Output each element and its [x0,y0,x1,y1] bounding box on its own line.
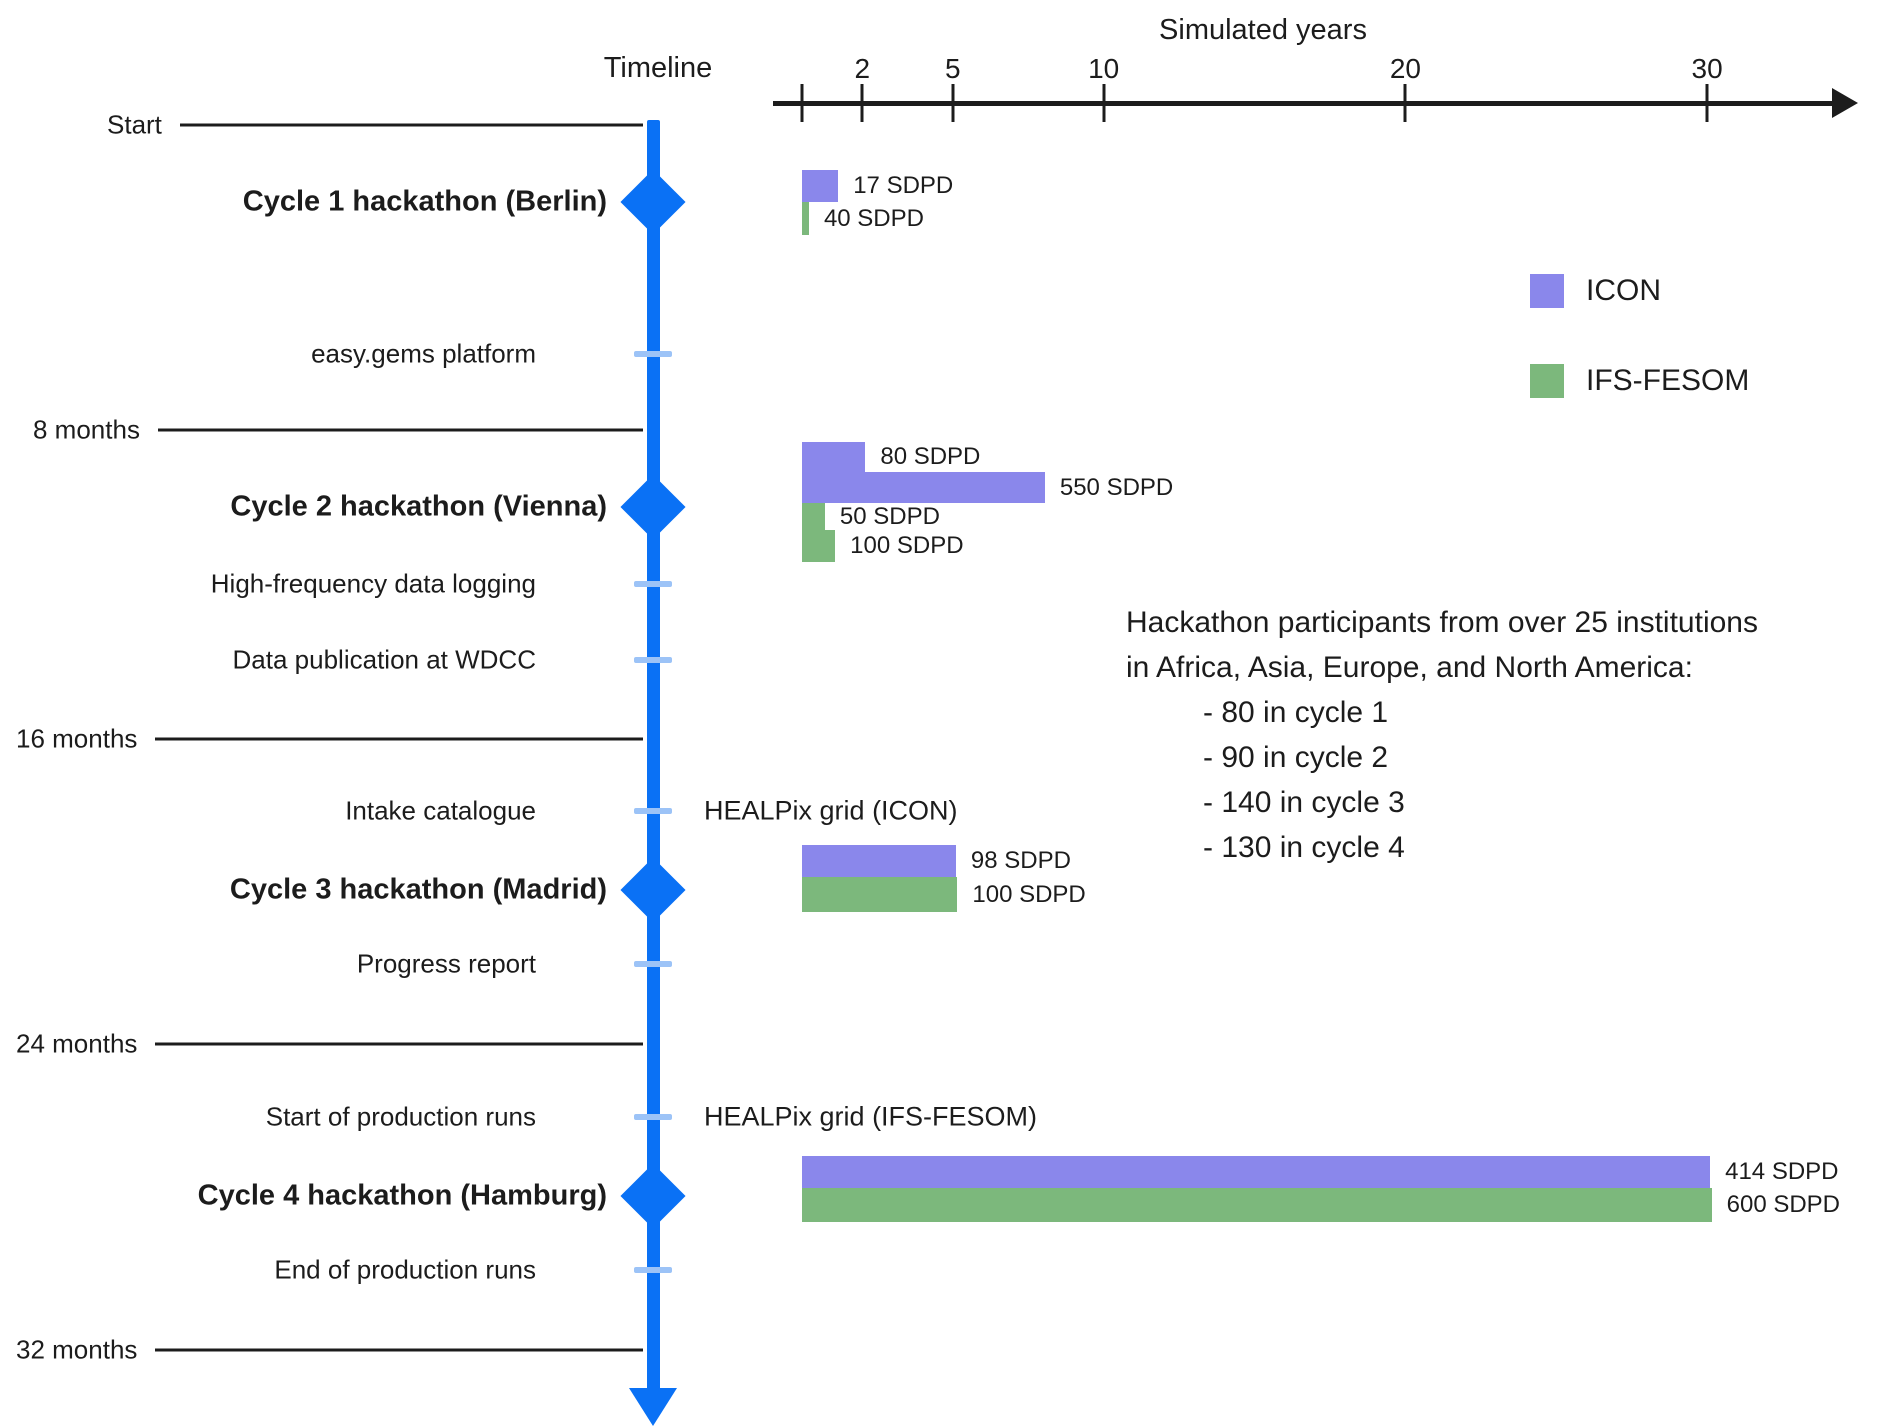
simulation-bar [802,530,836,562]
bar-rate-label: 100 SDPD [972,880,1086,908]
milestone-diamond [620,1163,686,1229]
ifs-fesom-legend-swatch [1530,364,1564,398]
axis-tick-label: 20 [1389,53,1421,84]
bar-rate-label: 550 SDPD [1059,473,1174,501]
milestone-tick [634,657,672,663]
annotation-line-1: Hackathon participants from over 25 inst… [1126,606,1758,639]
axis-arrowhead [1832,88,1858,118]
event-label: easy.gems platform [311,338,536,369]
simulation-bar [802,1156,1711,1188]
month-row: 24 months [16,1029,643,1060]
axis-title: Simulated years [1159,14,1367,46]
axis-tick [1403,84,1407,122]
participants-cycle-1: - 80 in cycle 1 [1203,696,1389,729]
axis-tick-label: 10 [1088,53,1120,84]
axis-tick [1102,84,1106,122]
axis-tick [860,84,864,122]
axis-line [773,101,1833,106]
legend-item-ifs-fesom: IFS-FESOM [1530,364,1749,398]
month-row: Start [107,110,643,141]
axis-tick [1705,84,1709,122]
milestone-diamond [620,474,686,540]
bar-rate-label: 414 SDPD [1725,1158,1839,1185]
axis-tick-label: 30 [1691,53,1723,84]
participants-cycle-2: - 90 in cycle 2 [1203,741,1389,774]
bar-rate-label: 600 SDPD [1726,1191,1841,1218]
annotation-line-2: in Africa, Asia, Europe, and North Ameri… [1126,651,1693,684]
participants-cycle-4: - 130 in cycle 4 [1203,831,1405,864]
simulation-bar [802,877,958,912]
legend-item-icon: ICON [1530,274,1749,308]
event-label: Data publication at WDCC [232,644,536,675]
milestone-tick [634,961,672,967]
bar-rate-label: 80 SDPD [880,443,981,470]
month-row: 16 months [16,724,643,755]
healpix-note: HEALPix grid (ICON) [704,795,958,826]
participants-annotation: Hackathon participants from over 25 inst… [1126,600,1758,870]
legend-label-icon: ICON [1586,274,1661,307]
simulation-bar [802,1188,1712,1222]
month-line [155,1042,643,1046]
simulation-bar [802,845,956,877]
cycle-label: Cycle 2 hackathon (Vienna) [230,490,607,523]
simulation-bar [802,472,1045,503]
timeline-arrowhead [629,1388,677,1426]
milestone-tick [634,1114,672,1120]
event-label: Start of production runs [265,1101,536,1132]
month-line [155,737,643,741]
event-label: Progress report [356,948,536,979]
month-row: 32 months [16,1335,643,1366]
milestone-tick [634,808,672,814]
bar-rate-label: 17 SDPD [853,172,954,199]
bar-rate-label: 98 SDPD [970,847,1071,874]
month-line [155,1348,643,1352]
event-label: High-frequency data logging [210,568,536,599]
month-line [157,428,643,432]
bar-rate-label: 100 SDPD [850,532,964,559]
legend-label-ifs-fesom: IFS-FESOM [1586,364,1750,397]
timeline-column-title: Timeline [603,52,713,84]
milestone-tick [634,351,672,357]
bar-rate-label: 40 SDPD [823,204,924,232]
event-label: Intake catalogue [345,795,536,826]
axis-tick [951,84,955,122]
bar-rate-label: 50 SDPD [839,502,940,530]
month-label: Start [107,109,162,140]
simulation-bar [802,202,809,235]
simulation-bar [802,503,825,530]
month-line [179,123,643,127]
healpix-note: HEALPix grid (IFS-FESOM) [704,1101,1038,1132]
month-label: 32 months [16,1334,138,1365]
month-label: 16 months [16,723,138,754]
milestone-tick [634,1267,672,1273]
axis-tick [800,84,804,122]
cycle-label: Cycle 3 hackathon (Madrid) [229,873,607,906]
icon-legend-swatch [1530,274,1564,308]
simulation-bar [802,442,866,472]
event-label: End of production runs [274,1254,536,1285]
month-label: 24 months [16,1028,138,1059]
milestone-tick [634,581,672,587]
month-label: 8 months [33,414,140,445]
milestone-diamond [620,857,686,923]
legend: ICON IFS-FESOM [1530,274,1749,398]
cycle-label: Cycle 4 hackathon (Hamburg) [197,1179,607,1212]
timeline-line [646,120,660,1392]
simulation-bar [802,170,839,202]
month-row: 8 months [33,415,643,446]
milestone-diamond [620,169,686,235]
axis-tick-label: 2 [854,53,871,84]
participants-cycle-3: - 140 in cycle 3 [1203,786,1405,819]
axis-tick-label: 5 [945,53,961,84]
cycle-label: Cycle 1 hackathon (Berlin) [242,185,607,218]
